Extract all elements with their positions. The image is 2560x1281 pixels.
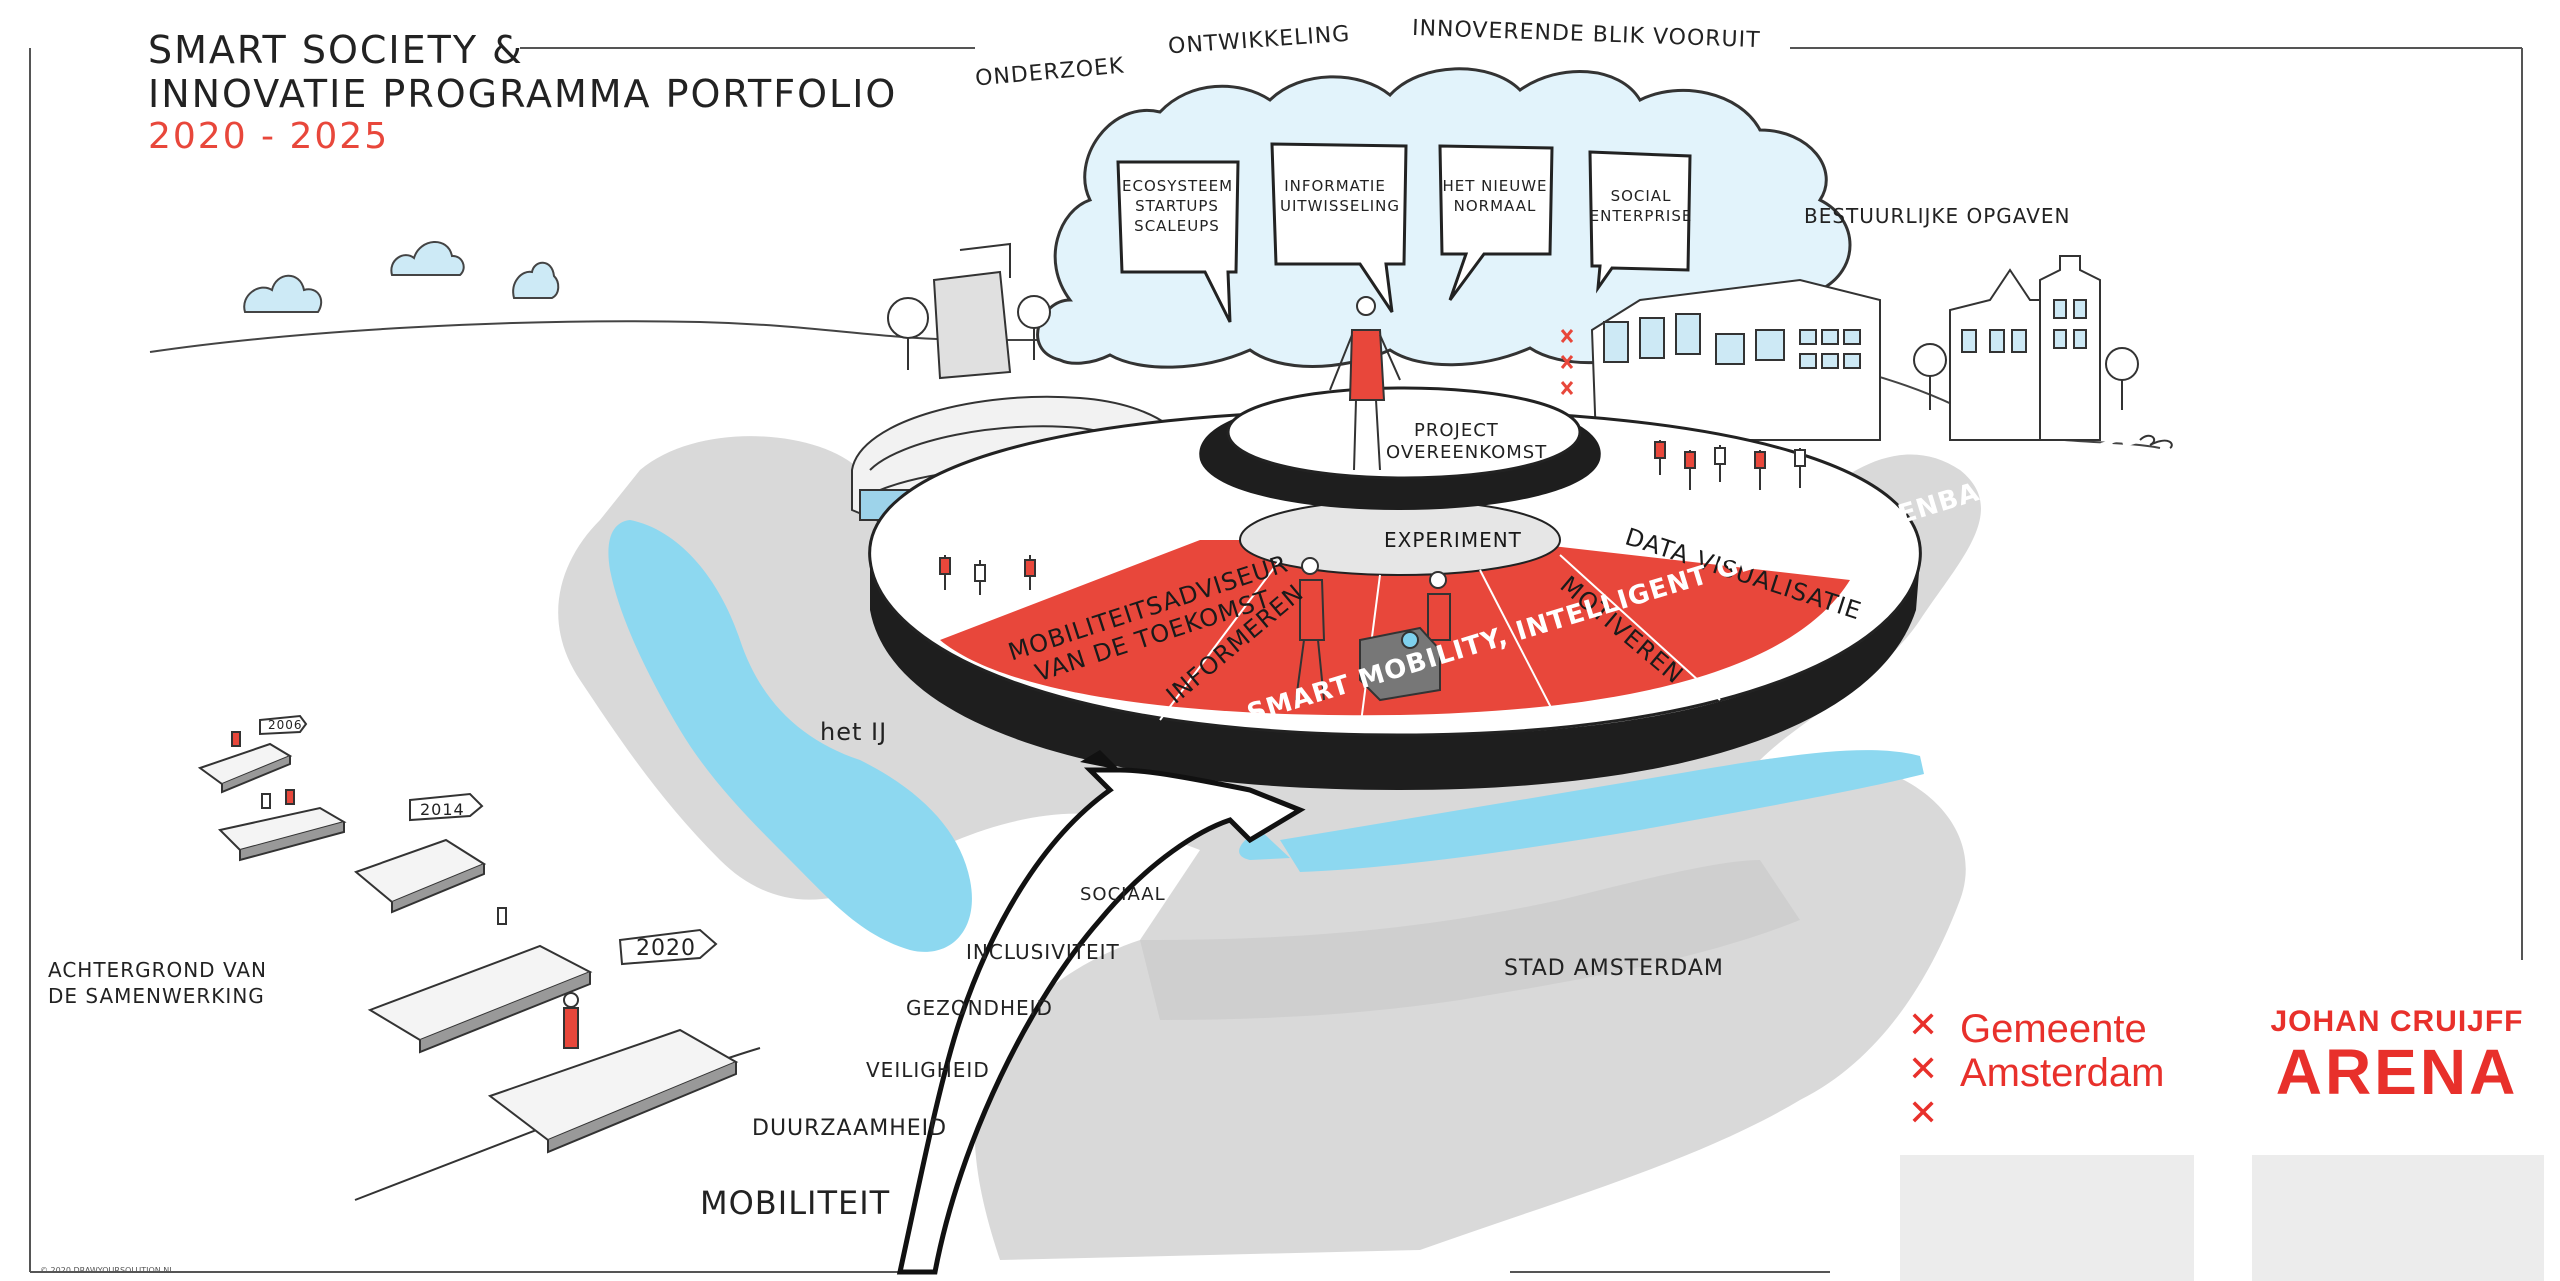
theme-duurzaamheid: DUURZAAMHEID	[752, 1116, 948, 1141]
artist-signature	[2139, 434, 2173, 449]
road-arrow	[1080, 750, 1120, 770]
theme-inclusiviteit: INCLUSIVITEIT	[966, 940, 1120, 964]
label-achtergrond-2: DE SAMENWERKING	[48, 984, 265, 1008]
timeline-signs	[259, 714, 718, 966]
presenter-figure	[1329, 296, 1401, 471]
office-tower	[932, 242, 1012, 380]
platform-disc	[868, 386, 1922, 790]
xxx-cross-icon: ✕	[1908, 1049, 1939, 1090]
timeline-books	[197, 742, 739, 1154]
red-x-marks	[1560, 329, 1574, 395]
credit-text: © 2020 DRAWYOURSOLUTION.NL	[40, 1266, 174, 1275]
bubble-nieuwe-normaal: HET NIEUWE NORMAAL	[1442, 177, 1548, 215]
xxx-cross-icon: ✕	[1908, 1093, 1939, 1134]
arena-text: ARENA	[2275, 1036, 2519, 1108]
theme-sociaal: SOCIAAL	[1080, 884, 1166, 905]
label-overeenkomst: OVEREENKOMST	[1386, 442, 1548, 463]
bubble-ecosysteem: ECOSYSTEEM STARTUPS SCALEUPS	[1122, 177, 1234, 235]
title-line-2: INNOVATIE PROGRAMMA PORTFOLIO	[148, 72, 898, 116]
label-het-ij: het IJ	[820, 718, 888, 746]
gemeente-amsterdam-logo: ✕ ✕ ✕ Gemeente Amsterdam	[1908, 1005, 2196, 1134]
canal-houses	[1949, 255, 2101, 441]
johan-cruijff-text: JOHAN CRUIJFF	[2270, 1005, 2524, 1038]
timeline-2020: 2020	[636, 936, 696, 961]
title-line-1: SMART SOCIETY &	[148, 28, 524, 72]
bubble-social-enterprise: SOCIAL ENTERPRISE	[1589, 187, 1693, 225]
logo-placeholder-left	[1900, 1155, 2194, 1281]
gemeente-text: Gemeente	[1960, 1007, 2147, 1051]
experiment-figures	[1295, 557, 1451, 702]
small-clouds	[243, 241, 560, 313]
timeline-2014: 2014	[420, 800, 465, 819]
theme-veiligheid: VEILIGHEID	[866, 1058, 990, 1082]
label-project: PROJECT	[1414, 420, 1499, 441]
label-mobiliteit: MOBILITEIT	[700, 1184, 891, 1222]
city-hall-building	[1590, 278, 1881, 441]
theme-gezondheid: GEZONDHEID	[906, 996, 1053, 1020]
xxx-cross-icon: ✕	[1908, 1005, 1939, 1046]
label-stad-amsterdam: STAD AMSTERDAM	[1504, 956, 1724, 981]
title-years: 2020 - 2025	[148, 116, 390, 157]
amsterdam-text: Amsterdam	[1960, 1051, 2165, 1095]
walking-people	[939, 440, 1806, 595]
bubble-informatie: INFORMATIE UITWISSELING	[1280, 177, 1400, 215]
label-bestuurlijke-opgaven: BESTUURLIJKE OPGAVEN	[1804, 204, 2071, 228]
frame-lines	[29, 47, 2523, 1273]
mobility-road	[896, 767, 1306, 1275]
timeline-figures	[231, 731, 579, 1049]
label-experiment: EXPERIMENT	[1384, 528, 1522, 552]
timeline-2006: 2006	[268, 718, 303, 732]
johan-cruijff-arena-logo: JOHAN CRUIJFF ARENA	[2262, 1005, 2532, 1125]
label-achtergrond-1: ACHTERGROND VAN	[48, 958, 267, 982]
trees	[887, 295, 2139, 410]
water	[608, 520, 1924, 952]
logo-placeholder-right	[2252, 1155, 2544, 1281]
speech-bubbles	[1116, 142, 1692, 323]
